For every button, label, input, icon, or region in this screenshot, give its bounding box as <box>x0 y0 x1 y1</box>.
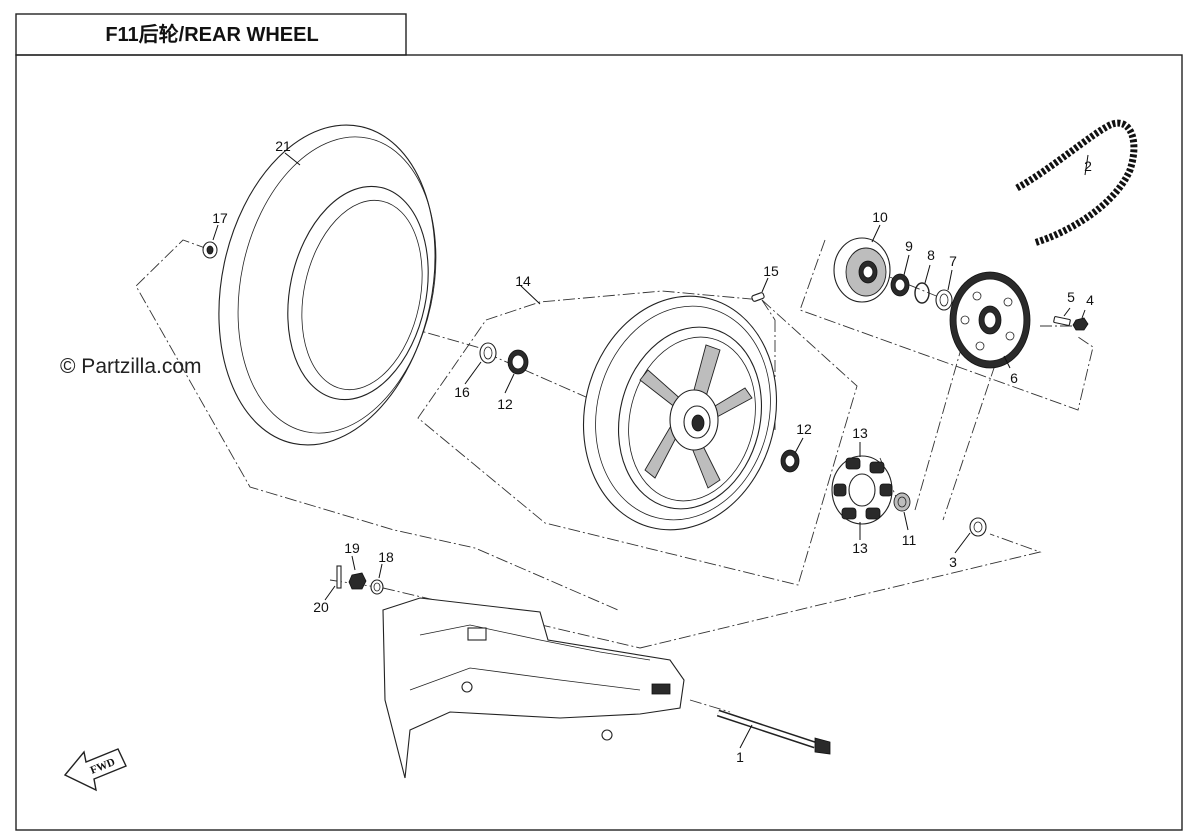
callout-4: 4 <box>1086 292 1094 308</box>
title-box <box>15 13 407 56</box>
callout-12-left: 12 <box>497 396 513 412</box>
part-15-valve <box>751 292 765 302</box>
callout-3: 3 <box>949 554 957 570</box>
callout-21: 21 <box>275 138 291 154</box>
part-19-nut <box>348 572 367 590</box>
part-5-stud <box>1053 316 1071 326</box>
callout-numbers: 1 2 3 4 5 6 7 8 9 10 11 12 12 13 13 14 1… <box>212 138 1094 765</box>
part-4-nut <box>1072 317 1089 331</box>
callout-13-bottom: 13 <box>852 540 868 556</box>
part-1-axle <box>716 709 831 755</box>
callout-17: 17 <box>212 210 228 226</box>
callout-9: 9 <box>905 238 913 254</box>
callout-18: 18 <box>378 549 394 565</box>
part-7-washer <box>935 289 953 311</box>
part-16-spacer <box>479 342 497 364</box>
part-17 <box>202 241 218 259</box>
leader-lines <box>212 152 1089 749</box>
part-13-cush-rubbers <box>831 455 893 525</box>
part-8-circlip <box>914 282 930 304</box>
swingarm <box>382 597 685 779</box>
callout-8: 8 <box>927 247 935 263</box>
callout-10: 10 <box>872 209 888 225</box>
part-10-sprocket-carrier <box>833 237 891 303</box>
callout-16: 16 <box>454 384 470 400</box>
diagram-title: F11后轮/REAR WHEEL <box>105 22 318 46</box>
part-18-washer <box>370 579 384 595</box>
part-tire <box>218 124 437 446</box>
watermark: © Partzilla.com <box>60 355 202 378</box>
part-2-drive-chain <box>1015 119 1138 247</box>
callout-1: 1 <box>736 749 744 765</box>
part-6-sprocket <box>949 271 1031 369</box>
part-12-bearing-right <box>780 449 800 473</box>
callout-14: 14 <box>515 273 531 289</box>
part-wheel-rim <box>582 295 778 531</box>
callout-6: 6 <box>1010 370 1018 386</box>
callout-20: 20 <box>313 599 329 615</box>
part-9-bearing <box>890 273 910 297</box>
part-12-bearing-left <box>507 349 529 375</box>
callout-5: 5 <box>1067 289 1075 305</box>
callout-12-right: 12 <box>796 421 812 437</box>
callout-15: 15 <box>763 263 779 279</box>
callout-2: 2 <box>1084 158 1092 174</box>
fwd-arrow-icon: FWD <box>63 748 127 792</box>
callout-7: 7 <box>949 253 957 269</box>
part-20-adjuster-bolt <box>336 565 342 589</box>
callout-13-top: 13 <box>852 425 868 441</box>
callout-11: 11 <box>902 532 917 548</box>
diagram-frame <box>15 54 1183 831</box>
callout-19: 19 <box>344 540 360 556</box>
part-3-spacer <box>969 517 987 537</box>
part-11-spacer <box>893 492 911 512</box>
